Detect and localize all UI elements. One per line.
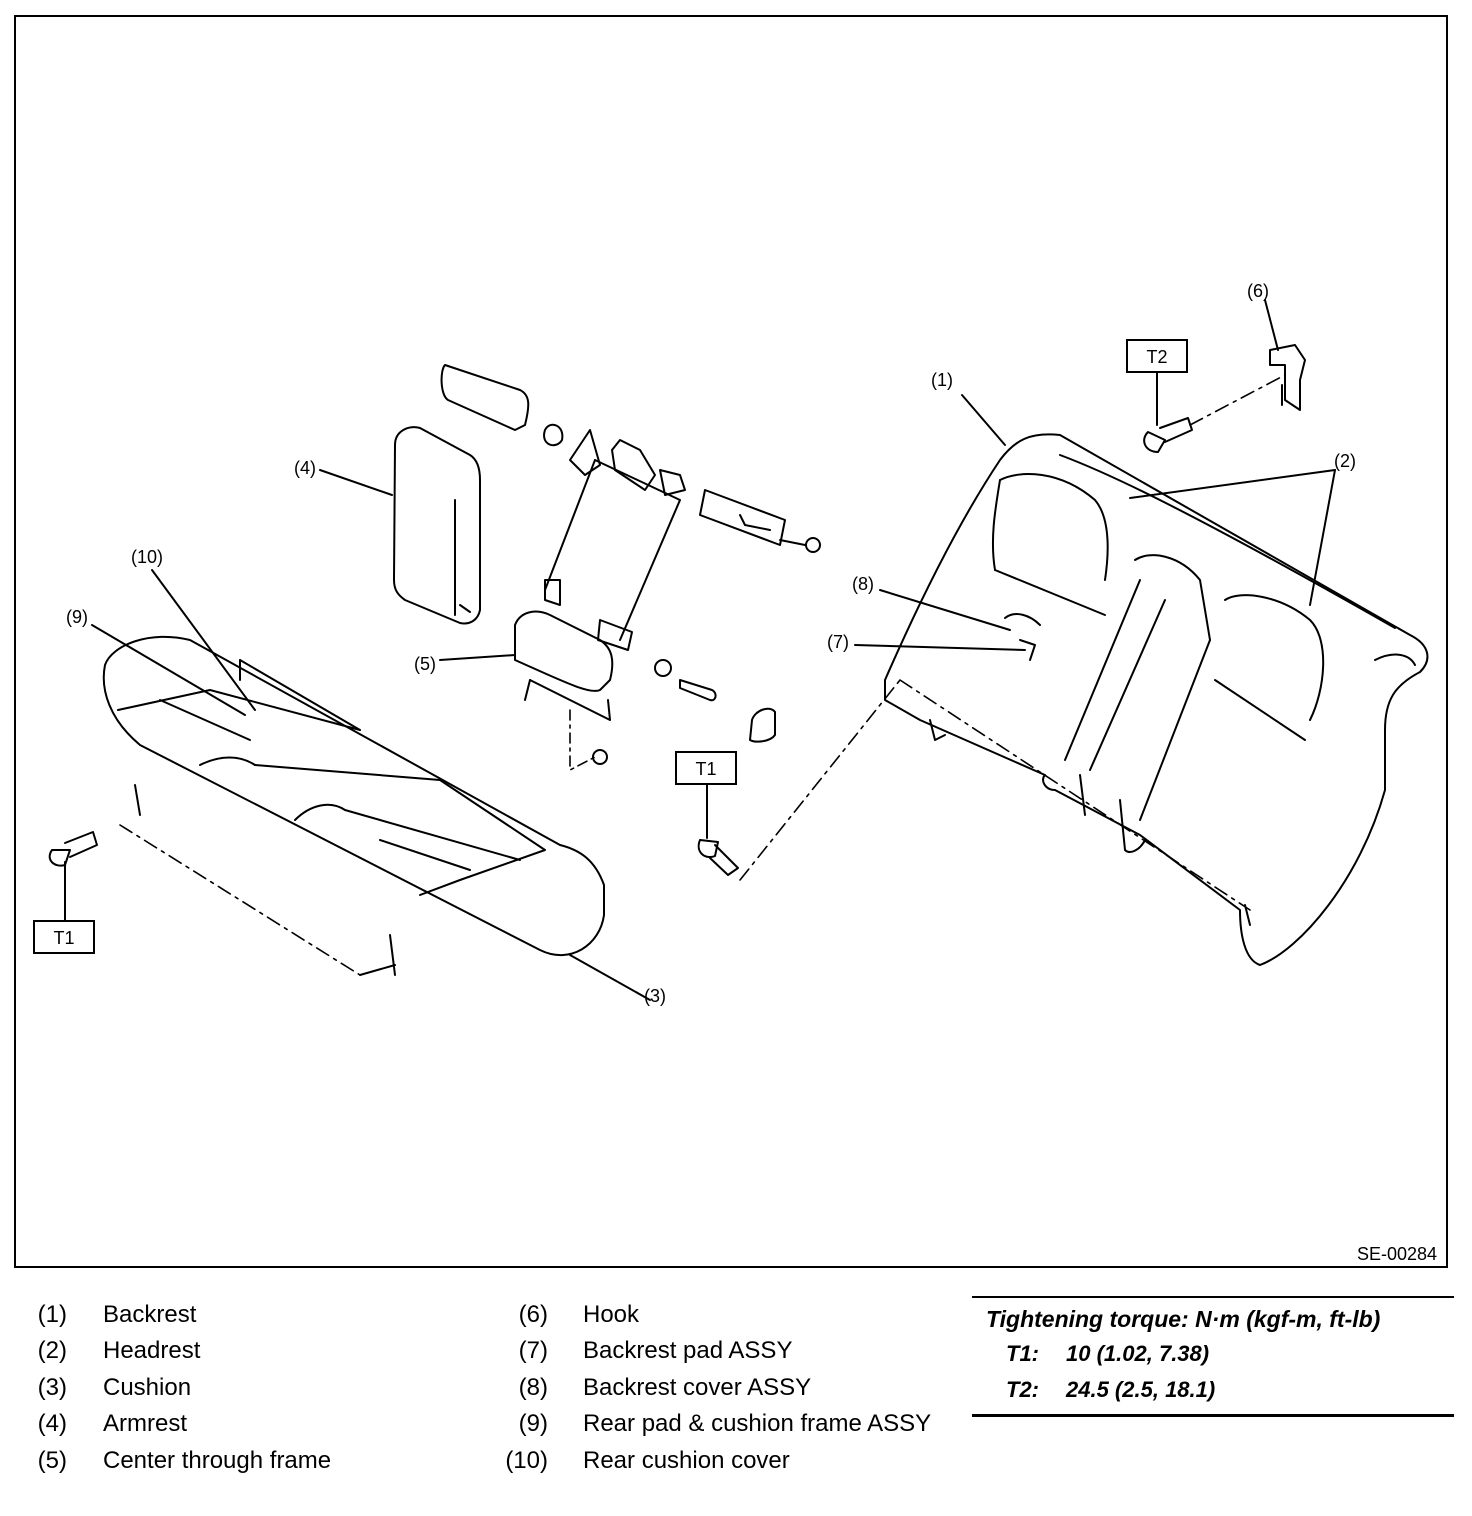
torque-value: 24.5 (2.5, 18.1) [1066, 1377, 1216, 1402]
exploded-view-diagram: T2 T1 T1 (1) (2) (3) (4) (5) (6) (7) (8)… [33, 281, 1437, 1264]
legend-label: Center through frame [103, 1447, 332, 1474]
callout-10: (10) [131, 547, 163, 567]
callout-6: (6) [1247, 281, 1269, 301]
legend-label: Headrest [103, 1337, 201, 1364]
torque-heading: Tightening torque: N·m (kgf-m, ft-lb) [986, 1306, 1381, 1332]
callout-9: (9) [66, 607, 88, 627]
figure-code: SE-00284 [1357, 1244, 1437, 1264]
torque-tag-t2 [1126, 339, 1188, 373]
legend-num: (2) [37, 1337, 67, 1364]
legend-num: (9) [518, 1410, 548, 1437]
torque-key: T2: [1006, 1377, 1039, 1402]
legend-num: (6) [518, 1301, 548, 1328]
torque-tag-t1-left-label: T1 [53, 928, 74, 948]
legend-label: Hook [583, 1301, 640, 1328]
armrest-part [393, 426, 481, 625]
legend-label: Rear cushion cover [583, 1447, 790, 1474]
callout-5: (5) [414, 654, 436, 674]
t1-bolt-center [697, 839, 739, 876]
callout-4: (4) [294, 458, 316, 478]
torque-key: T1: [1006, 1341, 1039, 1366]
torque-table: Tightening torque: N·m (kgf-m, ft-lb) T1… [972, 1296, 1454, 1417]
legend-label: Armrest [103, 1410, 187, 1437]
callout-3: (3) [644, 986, 666, 1006]
legend-num: (8) [518, 1374, 548, 1401]
legend-num: (7) [518, 1337, 548, 1364]
diagram-frame [14, 15, 1448, 1268]
t1-bolt-left [48, 831, 98, 867]
torque-tag-t1-left [33, 920, 95, 954]
t2-bolt [1143, 417, 1193, 453]
torque-tag-t1-center-label: T1 [695, 759, 716, 779]
legend-num: (1) [37, 1301, 67, 1328]
torque-value: 10 (1.02, 7.38) [1066, 1341, 1210, 1366]
callout-2: (2) [1334, 451, 1356, 471]
legend-label: Cushion [103, 1374, 192, 1401]
backrest-part [884, 433, 1429, 966]
torque-tag-t1-center [675, 751, 737, 785]
torque-tag-t2-label: T2 [1146, 347, 1167, 367]
center-through-frame-part [514, 459, 681, 721]
legend-label: Backrest pad ASSY [583, 1337, 793, 1364]
cushion-part [102, 635, 605, 976]
callout-1: (1) [931, 370, 953, 390]
callout-7: (7) [827, 632, 849, 652]
legend-num: (5) [37, 1447, 67, 1474]
torque-row-t2: T2: 24.5 (2.5, 18.1) [972, 1372, 1454, 1408]
legend-label: Backrest [103, 1301, 197, 1328]
legend-label: Rear pad & cushion frame ASSY [583, 1410, 932, 1437]
hook-part [1269, 344, 1306, 411]
legend-num: (10) [505, 1447, 548, 1474]
armrest-lid-part [440, 364, 530, 431]
torque-row-t1: T1: 10 (1.02, 7.38) [972, 1336, 1454, 1372]
legend-label: Backrest cover ASSY [583, 1374, 812, 1401]
legend-num: (4) [37, 1410, 67, 1437]
callout-8: (8) [852, 574, 874, 594]
legend-num: (3) [37, 1374, 67, 1401]
